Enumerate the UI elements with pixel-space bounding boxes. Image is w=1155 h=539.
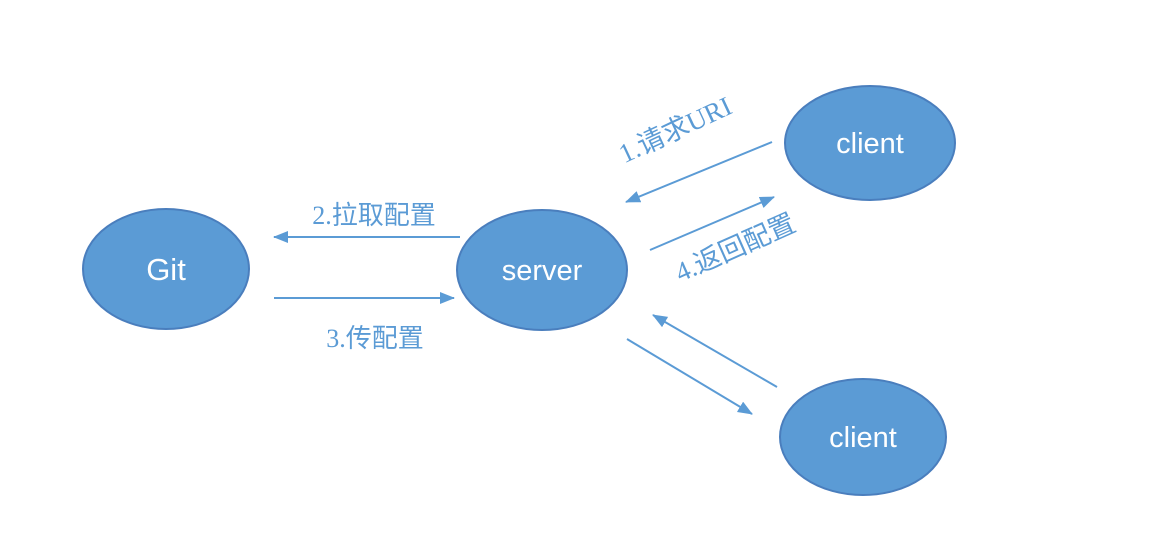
arrow-server-to-client-top [649,196,775,251]
arrow-client-bottom-to-server [652,314,778,388]
client-top-node: client [784,85,956,201]
client-bottom-ellipse [779,378,947,496]
server-node: server [456,209,628,331]
client-bottom-node: client [779,378,947,496]
edge-label-send-config: 3.传配置 [326,324,424,353]
git-node-label: Git [146,252,186,287]
client-top-ellipse [784,85,956,201]
edge-label-request-uri: 1.请求URI [614,91,736,169]
client-bottom-node-label: client [829,422,897,454]
client-top-node-label: client [836,128,904,160]
server-ellipse [456,209,628,331]
git-node: Git [82,208,250,330]
edge-label-return-config: 4.返回配置 [671,208,800,288]
arrow-server-to-client-bottom [626,338,753,415]
server-node-label: server [502,255,583,287]
git-ellipse [82,208,250,330]
edge-label-pull-config: 2.拉取配置 [312,201,436,230]
arrow-client-top-to-server [625,141,773,203]
